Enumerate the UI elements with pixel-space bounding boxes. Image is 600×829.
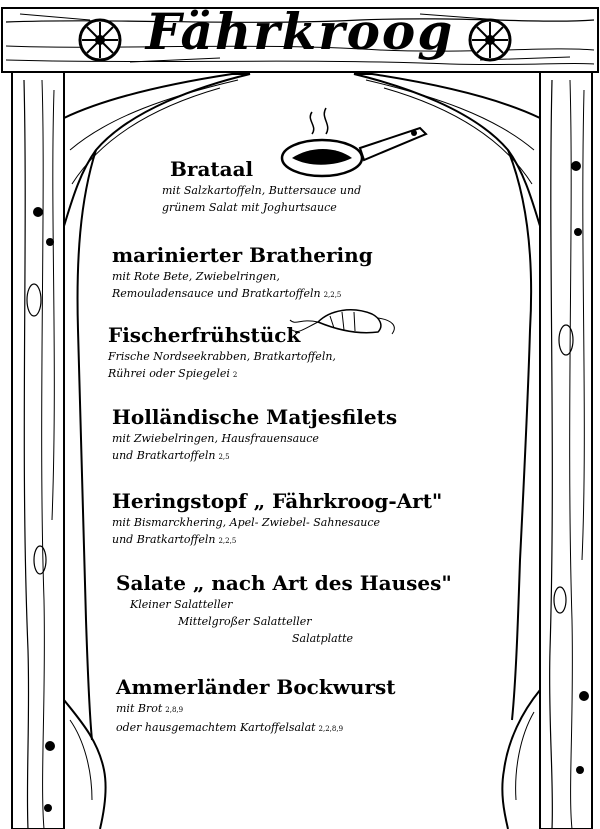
dish-description-line: grünem Salat mit Joghurtsauce (162, 201, 337, 214)
left-wheel-icon (78, 18, 122, 62)
dish-description-line: mit Bismarckhering, Apel- Zwiebel- Sahne… (112, 516, 381, 529)
dish-description-line: Frische Nordseekrabben, Bratkartoffeln, (108, 350, 336, 363)
dish-name: Fischerfrühstück (108, 323, 301, 347)
additive-note: 2,2,5 (323, 291, 342, 299)
dish-hollaendische-matjesfilets: Holländische Matjesfilets mit Zwiebelrin… (112, 404, 397, 466)
right-wheel-icon (468, 18, 512, 62)
dish-name: Ammerländer Bockwurst (116, 675, 396, 699)
additive-note: 2 (232, 371, 238, 379)
dish-name: marinierter Brathering (112, 243, 373, 267)
restaurant-title: Fährkroog (145, 2, 455, 61)
dish-fischerfruehstueck: Fischerfrühstück Frische Nordseekrabben,… (108, 322, 336, 384)
shrimp-icon (289, 309, 395, 335)
dish-description-line: Salatplatte (292, 632, 354, 645)
additive-note: 2,2,5 (218, 537, 237, 545)
dish-description-line: Mittelgroßer Salatteller (178, 615, 312, 628)
dish-description-line: mit Rote Bete, Zwiebelringen, (112, 270, 280, 283)
dish-name: Holländische Matjesfilets (112, 405, 398, 429)
dish-heringstopf: Heringstopf „ Fährkroog-Art" mit Bismarc… (112, 488, 442, 550)
additive-note: 2,8,9 (165, 706, 184, 714)
dish-name: Brataal (170, 157, 254, 181)
dish-description-line: mit Zwiebelringen, Hausfrauensauce (112, 432, 319, 445)
dish-description-line: Kleiner Salatteller (130, 598, 233, 611)
dish-name: Salate „ nach Art des Hauses" (116, 571, 452, 595)
frying-pan-icon (280, 107, 428, 178)
dish-name: Heringstopf „ Fährkroog-Art" (112, 489, 443, 513)
dish-salate: Salate „ nach Art des Hauses" Kleiner Sa… (116, 570, 452, 647)
additive-note: 2,5 (218, 453, 230, 461)
dish-marinierter-brathering: marinierter Brathering mit Rote Bete, Zw… (112, 242, 373, 304)
additive-note: 2,2,8,9 (318, 725, 344, 733)
dish-brataal: Brataal mit Salzkartoffeln, Buttersauce … (162, 156, 361, 216)
dish-description-line: mit Salzkartoffeln, Buttersauce und (162, 184, 362, 197)
